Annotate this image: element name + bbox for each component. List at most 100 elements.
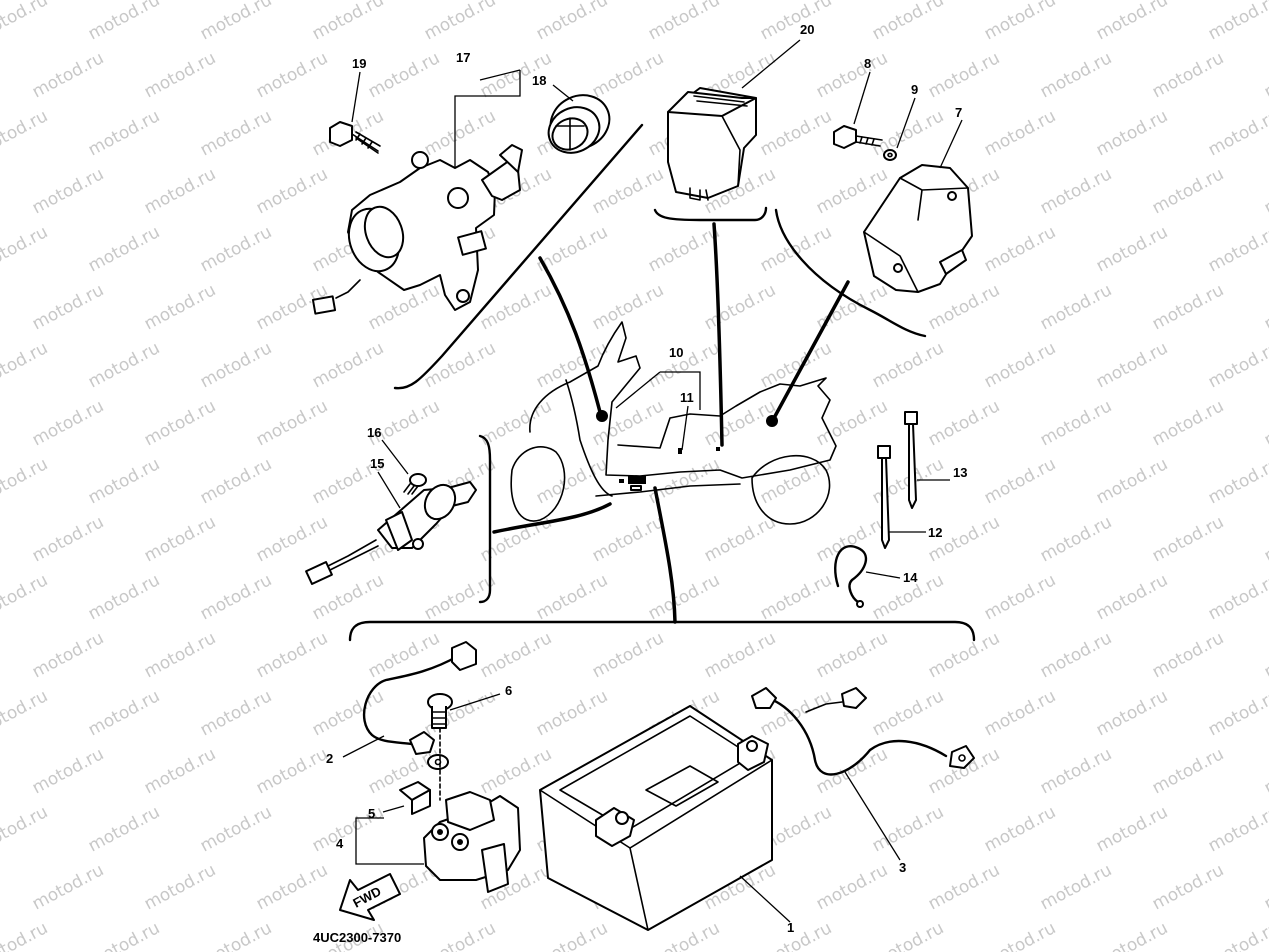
watermark-text: motod.ru: [253, 744, 331, 798]
main-switch-assembly: [311, 69, 611, 315]
watermark-text: motod.ru: [1261, 628, 1269, 682]
watermark-text: motod.ru: [1261, 512, 1269, 566]
callout-11: 11: [680, 390, 694, 405]
watermark-text: motod.ru: [869, 918, 947, 952]
watermark-text: motod.ru: [253, 164, 331, 218]
watermark-text: motod.ru: [1093, 106, 1171, 160]
callout-18: 18: [532, 73, 546, 88]
watermark-text: motod.ru: [0, 802, 51, 856]
washer-9-icon: [883, 97, 916, 161]
watermark-text: motod.ru: [1261, 280, 1269, 334]
watermark-text: motod.ru: [253, 396, 331, 450]
watermark-text: motod.ru: [757, 570, 835, 624]
watermark-text: motod.ru: [29, 164, 107, 218]
scooter-outline: [510, 321, 837, 525]
watermark-text: motod.ru: [589, 628, 667, 682]
watermark-text: motod.ru: [197, 570, 275, 624]
watermark-text: motod.ru: [757, 338, 835, 392]
watermark-text: motod.ru: [869, 338, 947, 392]
watermark-text: motod.ru: [0, 106, 51, 160]
watermark-text: motod.ru: [477, 628, 555, 682]
relay-20: [667, 39, 801, 201]
watermark-text: motod.ru: [1205, 454, 1269, 508]
watermark-text: motod.ru: [981, 918, 1059, 952]
starter-lead-2: [342, 641, 477, 770]
watermark-text: motod.ru: [1205, 106, 1269, 160]
watermark-text: motod.ru: [197, 454, 275, 508]
watermark-text: motod.ru: [981, 222, 1059, 276]
watermark-text: motod.ru: [1037, 48, 1115, 102]
callout-8: 8: [864, 56, 871, 71]
watermark-text: motod.ru: [1261, 164, 1269, 218]
watermark-text: motod.ru: [869, 0, 947, 44]
callout-12: 12: [928, 525, 942, 540]
watermark-text: motod.ru: [141, 396, 219, 450]
watermark-text: motod.ru: [589, 512, 667, 566]
watermark-text: motod.ru: [1093, 454, 1171, 508]
watermark-text: motod.ru: [421, 106, 499, 160]
callout-16: 16: [367, 425, 381, 440]
watermark-text: motod.ru: [29, 512, 107, 566]
callout-19: 19: [352, 56, 366, 71]
watermark-text: motod.ru: [197, 802, 275, 856]
watermark-text: motod.ru: [85, 686, 163, 740]
watermark-text: motod.ru: [85, 222, 163, 276]
watermark-text: motod.ru: [1037, 396, 1115, 450]
watermark-text: motod.ru: [0, 918, 51, 952]
callout-14: 14: [903, 570, 918, 585]
bolt-19-icon: [329, 121, 381, 154]
watermark-text: motod.ru: [1093, 802, 1171, 856]
watermark-text: motod.ru: [197, 338, 275, 392]
watermark-text: motod.ru: [85, 338, 163, 392]
watermark-text: motod.ru: [981, 338, 1059, 392]
watermark-text: motod.ru: [925, 860, 1003, 914]
watermark-text: motod.ru: [981, 106, 1059, 160]
watermark-text: motod.ru: [1093, 570, 1171, 624]
watermark-text: motod.ru: [29, 48, 107, 102]
watermark-text: motod.ru: [477, 280, 555, 334]
watermark-text: motod.ru: [141, 280, 219, 334]
watermark-text: motod.ru: [85, 454, 163, 508]
watermark-text: motod.ru: [1149, 512, 1227, 566]
watermark-text: motod.ru: [29, 628, 107, 682]
watermark-text: motod.ru: [757, 222, 835, 276]
watermark-text: motod.ru: [141, 628, 219, 682]
fwd-arrow-icon: FWD: [339, 873, 401, 921]
watermark-text: motod.ru: [701, 628, 779, 682]
fuse-5-icon: [382, 781, 431, 815]
watermark-text: motod.ru: [813, 744, 891, 798]
cable-tie-12: [877, 445, 926, 549]
watermark-text: motod.ru: [757, 106, 835, 160]
watermark-text: motod.ru: [1261, 48, 1269, 102]
watermark-text: motod.ru: [1261, 396, 1269, 450]
watermark-text: motod.ru: [141, 164, 219, 218]
watermark-text: motod.ru: [1261, 860, 1269, 914]
watermark-text: motod.ru: [197, 686, 275, 740]
callout-17: 17: [456, 50, 470, 65]
watermark-text: motod.ru: [141, 512, 219, 566]
watermark-text: motod.ru: [421, 918, 499, 952]
watermark-text: motod.ru: [421, 0, 499, 44]
watermark-text: motod.ru: [1037, 164, 1115, 218]
watermark-text: motod.ru: [197, 106, 275, 160]
watermark-text: motod.ru: [253, 860, 331, 914]
diagram-code: 4UC2300-7370: [313, 930, 401, 945]
watermark-text: motod.ru: [253, 628, 331, 682]
watermark-text: motod.ru: [645, 338, 723, 392]
watermark-text: motod.ru: [0, 338, 51, 392]
battery-1: [539, 705, 791, 931]
watermark-text: motod.ru: [85, 570, 163, 624]
watermark-text: motod.ru: [701, 280, 779, 334]
callout-6: 6: [505, 683, 512, 698]
watermark-text: motod.ru: [1261, 744, 1269, 798]
watermark-text: motod.ru: [1093, 686, 1171, 740]
callout-4: 4: [336, 836, 344, 851]
watermark-text: motod.ru: [589, 48, 667, 102]
watermark-text: motod.ru: [0, 570, 51, 624]
watermark-text: motod.ru: [1037, 860, 1115, 914]
watermark-text: motod.ru: [0, 0, 51, 44]
watermark-text: motod.ru: [85, 0, 163, 44]
watermark-text: motod.ru: [981, 686, 1059, 740]
watermark-text: motod.ru: [1149, 396, 1227, 450]
